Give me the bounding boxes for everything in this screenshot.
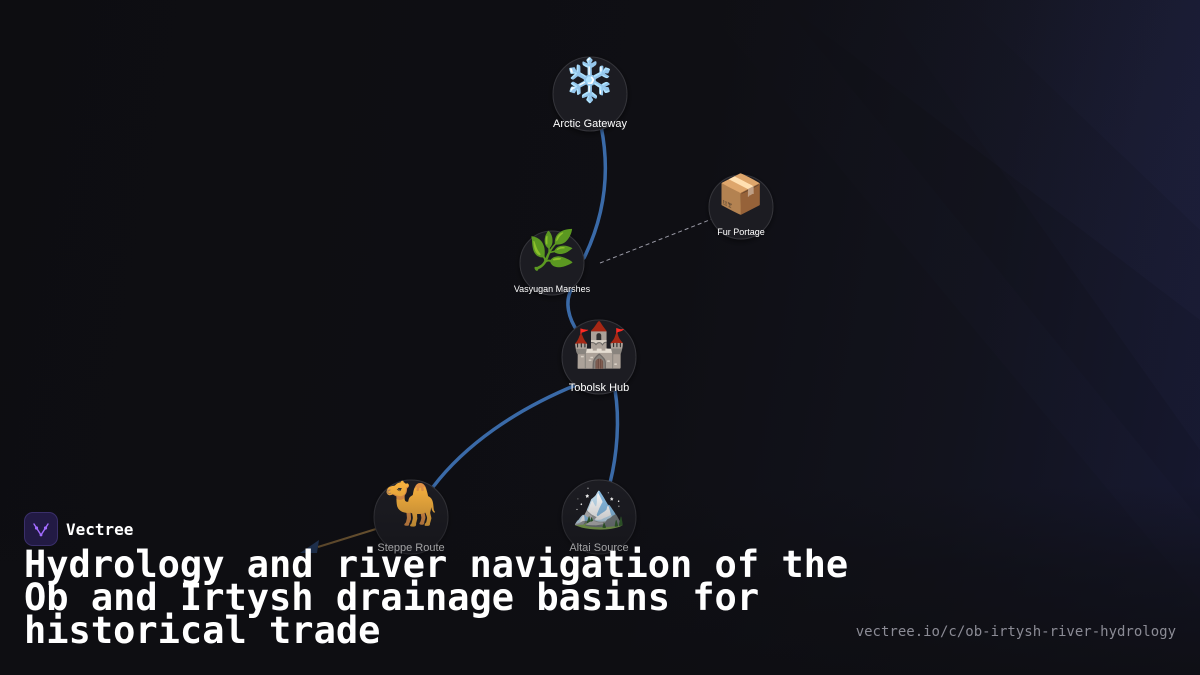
node-label-vasyugan-marshes: Vasyugan Marshes [514, 284, 591, 294]
brand-name: Vectree [66, 519, 134, 539]
node-tobolsk-hub[interactable]: 🏰 Tobolsk Hub [561, 319, 637, 395]
river-edge-tobolsk-to-altai [608, 388, 620, 485]
node-label-fur-portage: Fur Portage [717, 227, 765, 237]
castle-icon: 🏰 [572, 320, 627, 371]
package-icon: 📦 [717, 172, 764, 216]
page-title: Hydrology and river navigation of the Ob… [24, 543, 849, 652]
edges-layer [300, 124, 713, 553]
node-fur-portage[interactable]: 📦 Fur Portage [708, 172, 774, 240]
node-label-tobolsk-hub: Tobolsk Hub [569, 382, 630, 394]
camel-icon: 🐪 [384, 479, 439, 530]
dashed-edge-vasyugan-to-fur [599, 218, 713, 264]
herb-icon: 🌿 [528, 228, 575, 272]
brand: Vectree [24, 512, 133, 546]
river-edge-tobolsk-to-steppe [431, 383, 578, 489]
nodes-layer: ❄️ Arctic Gateway 📦 Fur Portage 🌿 Vasyug… [373, 56, 774, 555]
v-network-logo-icon [24, 512, 58, 546]
node-arctic-gateway[interactable]: ❄️ Arctic Gateway [552, 56, 628, 132]
node-label-arctic-gateway: Arctic Gateway [553, 118, 627, 130]
river-edge-arctic-to-vasyugan [582, 124, 608, 260]
snowflake-icon: ❄️ [564, 56, 616, 105]
node-vasyugan-marshes[interactable]: 🌿 Vasyugan Marshes [514, 228, 591, 296]
source-url[interactable]: vectree.io/c/ob-irtysh-river-hydrology [855, 624, 1176, 640]
mountain-icon: 🏔️ [572, 481, 627, 532]
